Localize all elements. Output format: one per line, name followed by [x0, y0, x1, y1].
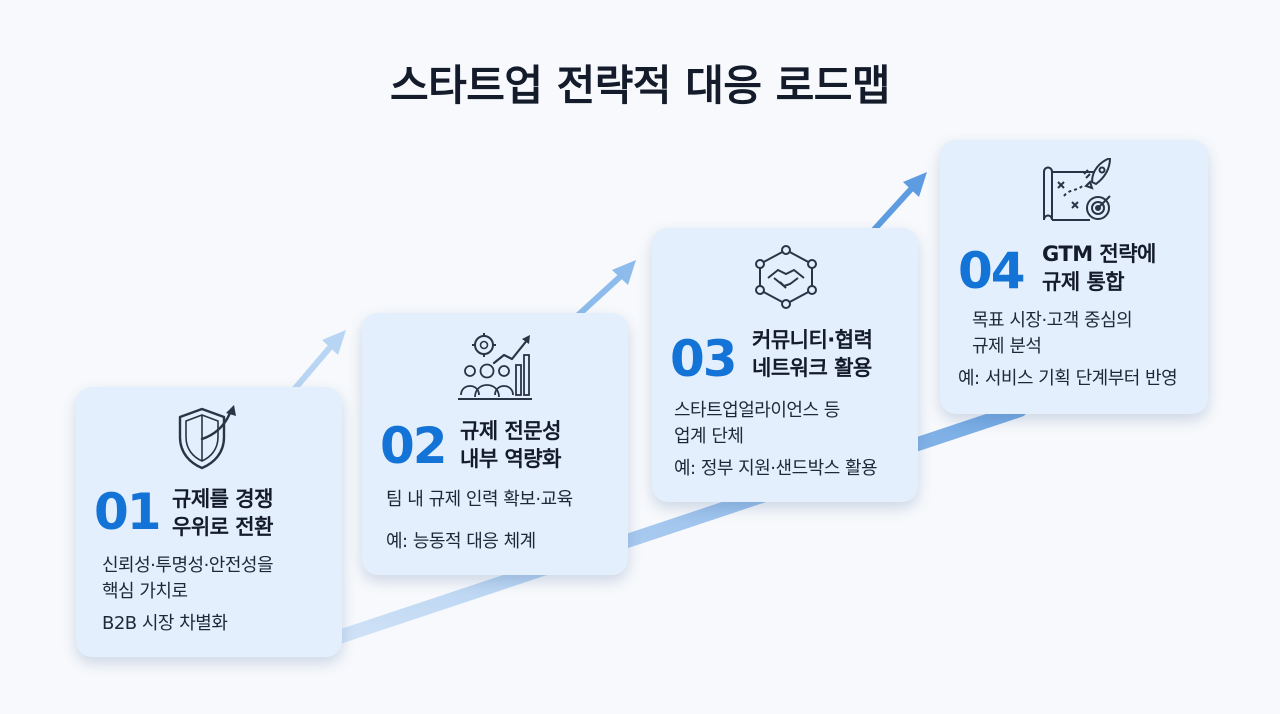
- shield-arrow-icon: [178, 405, 236, 470]
- page-title: 스타트업 전략적 대응 로드맵: [389, 61, 891, 110]
- map-rocket-target-icon: [1043, 158, 1112, 221]
- step-number: 02: [380, 417, 448, 475]
- step-card-02: 02 규제 전문성 내부 역량화 팀 내 규제 인력 확보·교육 예: 능동적 …: [362, 313, 628, 575]
- step-card-01: 01 규제를 경쟁 우위로 전환 신뢰성·투명성·안전성을 핵심 가치로 B2B…: [76, 387, 342, 657]
- arrow-head-2: [612, 260, 636, 285]
- step-card-03: 03 커뮤니티·협력 네트워크 활용 스타트업얼라이언스 등 업계 단체 예: …: [652, 228, 918, 502]
- arrow-3-to-4: [869, 185, 915, 235]
- step-description: 팀 내 규제 인력 확보·교육 예: 능동적 대응 체계: [386, 489, 573, 552]
- arrow-2-to-3: [572, 272, 625, 321]
- step-description: 목표 시장·고객 중심의 규제 분석 예: 서비스 기획 단계부터 반영: [958, 310, 1178, 389]
- step-number: 03: [670, 330, 738, 388]
- step-description: 신뢰성·투명성·안전성을 핵심 가치로 B2B 시장 차별화: [102, 555, 274, 634]
- handshake-network-icon: [755, 245, 817, 309]
- step-number: 04: [958, 242, 1026, 300]
- step-heading: 규제 전문성 내부 역량화: [460, 419, 561, 471]
- step-card-04: 04 GTM 전략에 규제 통합 목표 시장·고객 중심의 규제 분석 예: 서…: [940, 140, 1208, 414]
- step-heading: 규제를 경쟁 우위로 전환: [172, 487, 273, 539]
- team-growth-icon: [458, 333, 532, 400]
- arrow-head-1: [322, 330, 346, 355]
- step-number: 01: [94, 483, 162, 541]
- arrow-head-3: [903, 172, 927, 197]
- arrow-1-to-2: [289, 342, 335, 395]
- step-heading: GTM 전략에 규제 통합: [1042, 242, 1156, 294]
- step-description: 스타트업얼라이언스 등 업계 단체 예: 정부 지원·샌드박스 활용: [674, 400, 878, 479]
- step-heading: 커뮤니티·협력 네트워크 활용: [752, 328, 873, 380]
